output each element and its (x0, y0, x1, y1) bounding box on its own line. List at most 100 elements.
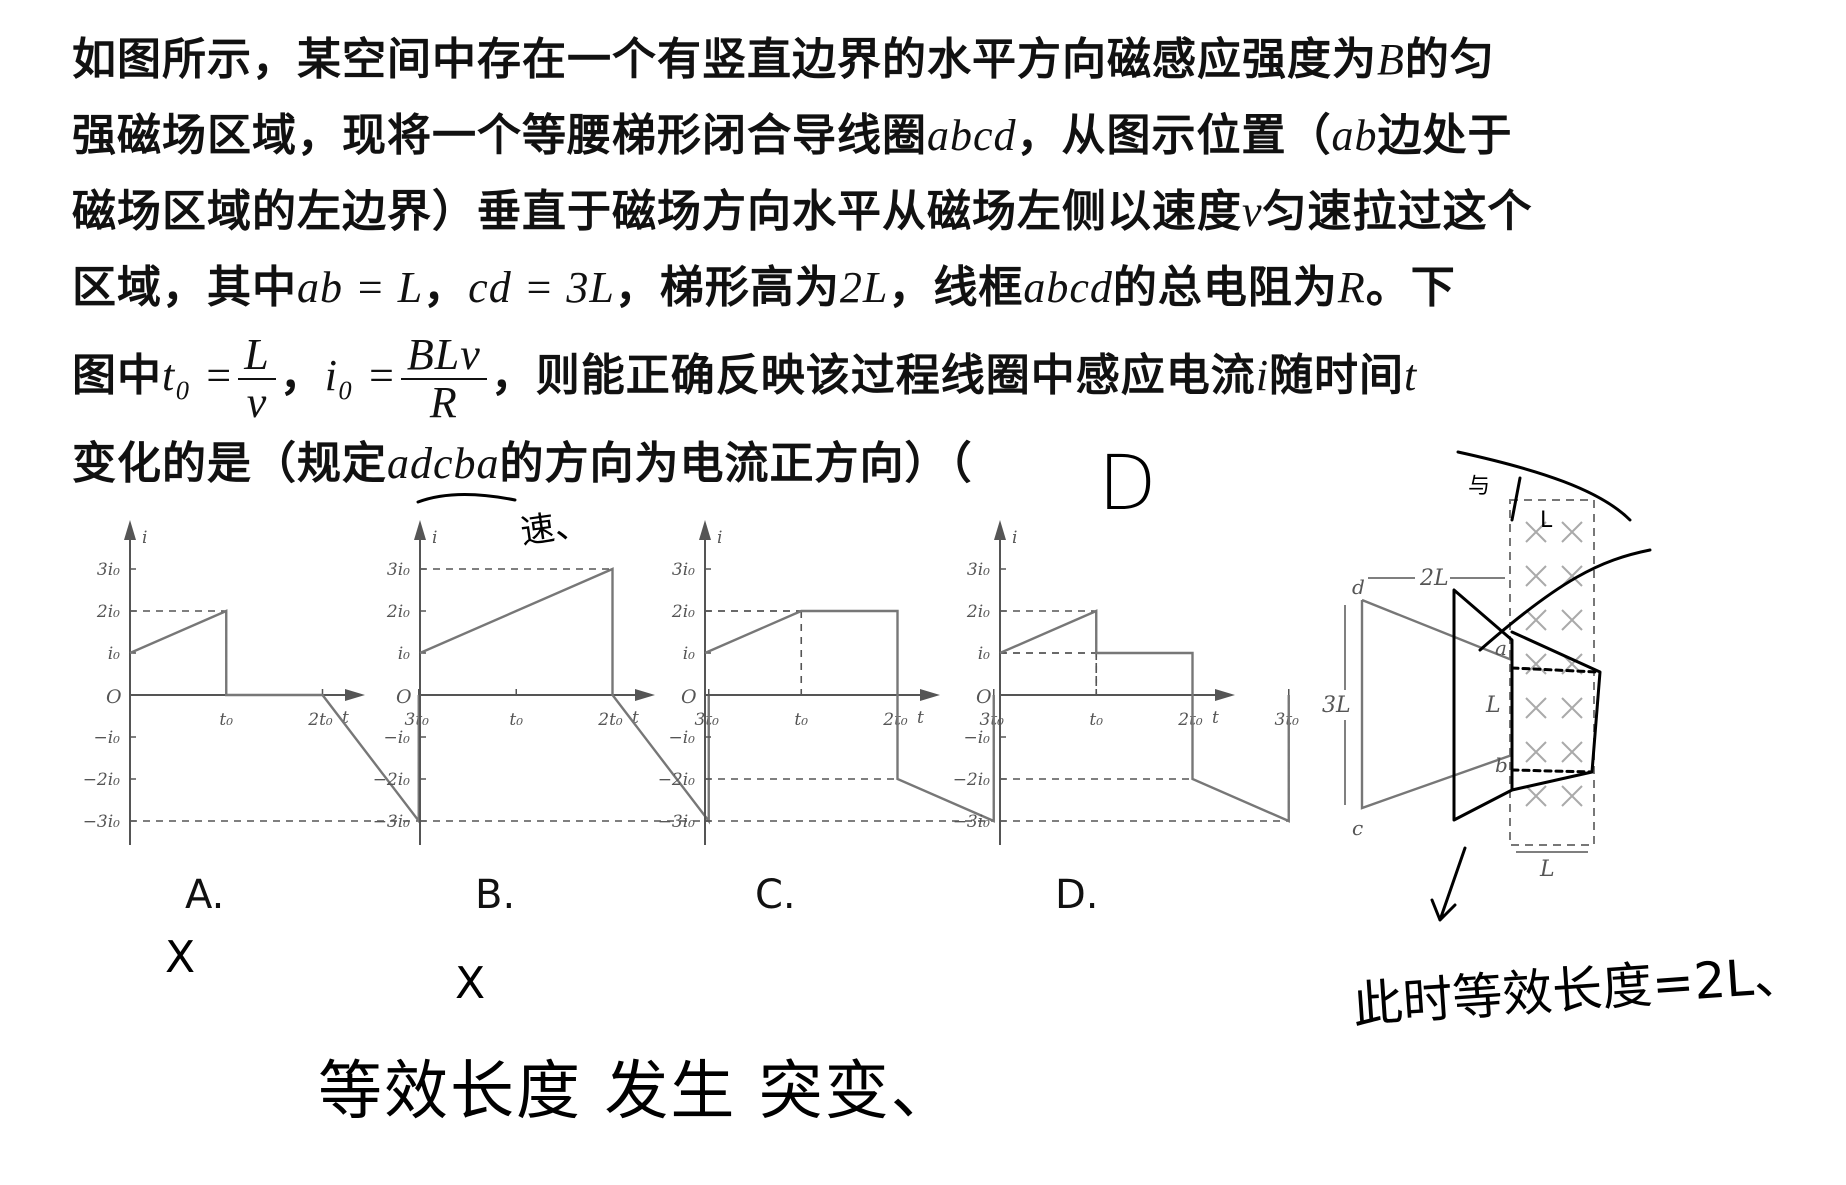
x-axis-arrow (635, 689, 655, 701)
x-tick-label: t₀ (1089, 710, 1103, 730)
numerator: L (238, 331, 276, 380)
option-d-label[interactable]: D. (1055, 872, 1099, 918)
current-curve (129, 609, 420, 825)
label-2L: 2L (1419, 566, 1449, 591)
x-axis-label: t (917, 708, 924, 728)
option-c-label[interactable]: C. (755, 872, 796, 918)
text: 。下 (1365, 262, 1456, 313)
text: 变化的是（规定 (72, 438, 387, 489)
x-tick-label: 3t₀ (980, 710, 1005, 730)
y-tick-label: −3i₀ (373, 812, 410, 832)
field-cross (1561, 521, 1583, 543)
question-line-4: 区域，其中ab = L，cd = 3L，梯形高为2L，线框abcd的总电阻为R。… (72, 250, 1692, 326)
text: 匀速拉过这个 (1262, 186, 1533, 237)
origin-label: O (106, 686, 122, 708)
numerator: BLv (400, 331, 487, 380)
math-v: v (1242, 187, 1263, 236)
denominator: v (246, 377, 268, 427)
x-tick-label: 3t₀ (695, 710, 720, 730)
math-t0: t₀ = (162, 351, 235, 400)
handwritten-bottom-note: 等效长度 发生 突变、 (318, 1055, 957, 1129)
x-tick-label: 2t₀ (1177, 710, 1203, 730)
option-b-label[interactable]: B. (475, 872, 516, 918)
y-tick-label: −3i₀ (83, 812, 120, 832)
math-abcd: abcd (927, 111, 1017, 160)
label-field-L: L (1539, 857, 1555, 882)
question-line-1: 如图所示，某空间中存在一个有竖直边界的水平方向磁感应强度为B的匀 (72, 22, 1692, 98)
y-axis-arrow (699, 520, 711, 540)
field-cross (1525, 785, 1547, 807)
text: 的总电阻为 (1112, 262, 1338, 313)
text: ，从图示位置（ (1016, 110, 1332, 161)
x-axis-arrow (1215, 689, 1235, 701)
origin-label: O (396, 686, 412, 708)
top-tick-stroke (1510, 476, 1522, 522)
label-b: b (1495, 753, 1508, 777)
text: 磁场区域的左边界）垂直于磁场方向水平从磁场左侧以速度 (72, 186, 1242, 237)
question-line-2: 强磁场区域，现将一个等腰梯形闭合导线圈abcd，从图示位置（ab边处于 (72, 98, 1692, 174)
text: ，则能正确反映该过程线圈中感应电流 (490, 350, 1256, 401)
label-3L: 3L (1322, 693, 1351, 718)
x-tick-label: 2t₀ (597, 710, 623, 730)
field-cross (1525, 609, 1547, 631)
x-tick-label: t₀ (219, 710, 233, 730)
y-tick-label: 3i₀ (672, 560, 695, 580)
text: 如图所示，某空间中存在一个有竖直边界的水平方向磁感应强度为 (72, 34, 1377, 85)
text: 随时间 (1269, 350, 1405, 401)
math-i: i (1255, 351, 1270, 400)
handwritten-x-a: X (165, 932, 196, 983)
field-cross (1561, 609, 1583, 631)
text: 的匀 (1404, 34, 1495, 85)
field-cross (1561, 785, 1583, 807)
x-axis-arrow (345, 689, 365, 701)
handwritten-x-b: X (455, 958, 486, 1009)
y-tick-label: 3i₀ (967, 560, 990, 580)
top-curve-stroke (1456, 450, 1632, 522)
text: 的方向为电流正方向）（ (499, 438, 973, 489)
y-tick-label: −i₀ (94, 728, 121, 748)
handwritten-speed-note: 速、 (518, 503, 591, 553)
x-tick-label: 3t₀ (1275, 710, 1300, 730)
field-cross (1525, 697, 1547, 719)
y-tick-label: −i₀ (964, 728, 991, 748)
y-tick-label: 3i₀ (387, 560, 410, 580)
y-tick-label: −i₀ (384, 728, 411, 748)
math-abcd: abcd (1023, 263, 1113, 312)
y-tick-label: −3i₀ (953, 812, 990, 832)
y-tick-label: i₀ (108, 644, 120, 664)
y-axis-arrow (124, 520, 136, 540)
option-a-label[interactable]: A. (185, 872, 225, 918)
denominator: R (429, 377, 458, 427)
handwritten-small-l: L (1540, 508, 1553, 533)
handwritten-corner-mark: 与 (1468, 474, 1491, 499)
y-axis-label: i (142, 528, 147, 548)
text: 区域，其中 (72, 262, 297, 313)
x-axis-label: t (1212, 708, 1219, 728)
field-cross (1561, 697, 1583, 719)
x-tick-label: 2t₀ (882, 710, 908, 730)
y-axis-arrow (994, 520, 1006, 540)
origin-label: O (976, 686, 992, 708)
y-axis-label: i (717, 528, 722, 548)
y-tick-label: −2i₀ (83, 770, 120, 790)
math-t: t (1404, 351, 1418, 400)
x-axis-label: t (342, 708, 349, 728)
text: 图中 (72, 350, 162, 401)
underline-stroke (416, 493, 517, 504)
label-d: d (1352, 575, 1365, 599)
dashed-ink-stroke (1510, 666, 1600, 774)
question-line-3: 磁场区域的左边界）垂直于磁场方向水平从磁场左侧以速度v匀速拉过这个 (72, 174, 1692, 250)
y-axis-label: i (432, 528, 437, 548)
y-tick-label: 3i₀ (97, 560, 120, 580)
current-curve (704, 609, 995, 823)
math-adcba: adcba (387, 439, 500, 488)
math-R: R (1337, 263, 1366, 312)
text: ， (279, 350, 325, 401)
y-axis-arrow (414, 520, 426, 540)
